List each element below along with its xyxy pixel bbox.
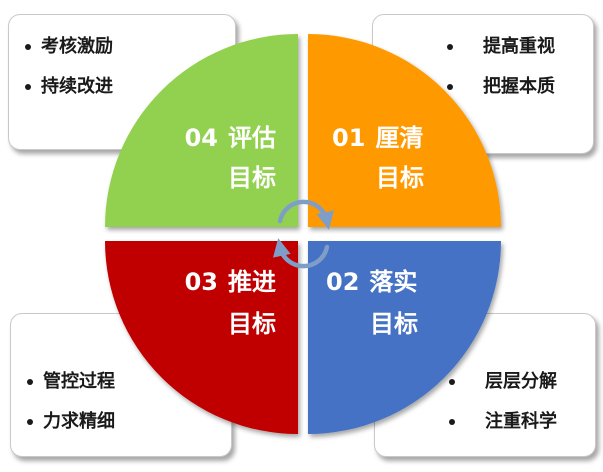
note-item-label: 层层分解: [485, 371, 557, 392]
quadrant-4-title: 04 评估: [185, 124, 276, 152]
note-item-label: 把握本质: [483, 76, 555, 97]
quadrant-clarify-goals: [308, 34, 501, 227]
note-item-label: 注重科学: [485, 411, 557, 432]
bullet-icon: [27, 419, 33, 425]
cycle-arrow-icon: [273, 238, 330, 269]
note-item: 力求精细: [21, 402, 221, 442]
bullet-icon: [447, 44, 453, 50]
quadrant-1-number: 01: [332, 124, 365, 152]
note-item: 层层分解: [385, 362, 561, 402]
note-item: 把握本质: [383, 67, 559, 107]
quadrant-evaluate-goals: [105, 34, 298, 227]
bullet-icon: [25, 84, 31, 90]
bullet-icon: [449, 419, 455, 425]
note-item-label: 提高重视: [483, 36, 555, 57]
cycle-arrow-icon: [277, 199, 334, 230]
bullet-icon: [27, 379, 33, 385]
note-item-label: 考核激励: [41, 36, 113, 57]
quadrant-3-number: 03: [185, 268, 218, 296]
quadrant-2-title: 02 落实: [326, 268, 417, 296]
quadrant-3-title: 03 推进: [185, 268, 276, 296]
note-item: 考核激励: [19, 27, 225, 67]
note-item-label: 管控过程: [43, 371, 115, 392]
note-item: 提高重视: [383, 27, 559, 67]
quadrant-2-label: 落实: [369, 268, 417, 296]
note-item-label: 力求精细: [43, 411, 115, 432]
quadrant-4-subtitle: 目标: [228, 164, 276, 192]
bullet-icon: [447, 84, 453, 90]
note-item: 持续改进: [19, 67, 225, 107]
quadrant-2-subtitle: 目标: [370, 310, 418, 338]
quadrant-1-label: 厘清: [375, 124, 423, 152]
quadrant-4-number: 04: [185, 124, 218, 152]
quadrant-implement-goals: [308, 241, 501, 434]
bullet-icon: [25, 44, 31, 50]
note-item-label: 持续改进: [41, 76, 113, 97]
note-item: 管控过程: [21, 362, 221, 402]
quadrant-4-label: 评估: [228, 124, 276, 152]
quadrant-1-subtitle: 目标: [376, 164, 424, 192]
note-item: 注重科学: [385, 402, 561, 442]
quadrant-advance-goals: [105, 241, 298, 434]
quadrant-1-title: 01 厘清: [332, 124, 423, 152]
bullet-icon: [449, 379, 455, 385]
quadrant-2-number: 02: [326, 268, 359, 296]
quadrant-3-subtitle: 目标: [228, 310, 276, 338]
quadrant-3-label: 推进: [228, 268, 276, 296]
